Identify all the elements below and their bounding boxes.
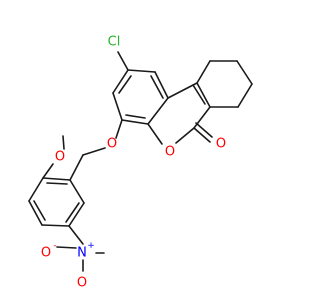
bond	[117, 51, 129, 71]
bond	[46, 182, 68, 185]
bond	[65, 202, 80, 223]
bond	[112, 69, 129, 94]
bond	[237, 83, 253, 108]
bond	[41, 224, 70, 227]
molecule-structure-diagram: Cl O O O O N + O - O	[28, 35, 253, 291]
ring-oxygen-atom: O	[165, 145, 175, 160]
atom-label-o-methoxy: O	[55, 150, 65, 165]
bond	[121, 119, 149, 125]
atom-labels: Cl O O O O N + O - O	[41, 35, 226, 291]
bond	[82, 147, 106, 156]
atom-label-n-nitro: N	[77, 246, 87, 261]
bond	[147, 97, 169, 125]
atom-label-o-ring: O	[165, 145, 175, 160]
nitro-oxygen-atom-a: O -	[41, 241, 57, 261]
bond	[167, 82, 198, 99]
bond	[33, 200, 46, 221]
bond	[154, 71, 169, 99]
bond	[195, 122, 213, 138]
atom-label-o-nitro-b: O	[77, 276, 87, 291]
bond	[42, 163, 54, 179]
bond	[56, 246, 77, 249]
bond	[42, 177, 71, 181]
chlorine-atom: Cl	[108, 35, 121, 50]
bonds	[28, 51, 253, 272]
charge-plus: +	[87, 241, 95, 251]
bond	[125, 114, 146, 119]
bond	[68, 202, 85, 227]
carbonyl-oxygen-atom: O	[216, 137, 226, 152]
ether-oxygen-atom: O	[107, 137, 117, 152]
bond	[28, 177, 44, 202]
nitro-oxygen-atom-b: O	[77, 276, 87, 291]
methoxy-oxygen-atom: O	[55, 150, 65, 165]
bond	[196, 82, 211, 108]
bond	[193, 127, 211, 143]
atom-label-o-carbonyl: O	[216, 137, 226, 152]
bond	[147, 123, 163, 145]
bond	[69, 154, 84, 181]
bond	[112, 92, 123, 121]
bond	[127, 69, 156, 73]
bond	[68, 225, 84, 245]
bond	[62, 135, 65, 150]
bond	[236, 60, 253, 85]
atom-label-cl: Cl	[108, 35, 121, 50]
bond	[28, 200, 43, 226]
bond	[118, 75, 132, 94]
atom-label-o-nitro-a: O	[41, 246, 51, 261]
bond	[193, 106, 211, 129]
nitro-nitrogen-atom: N +	[77, 241, 95, 261]
bond	[192, 84, 206, 105]
bond	[115, 119, 123, 139]
bond	[196, 60, 211, 84]
bond	[150, 75, 164, 99]
atom-label-o-ether: O	[107, 137, 117, 152]
bond	[175, 127, 195, 144]
bond	[69, 179, 85, 204]
charge-minus: -	[53, 241, 56, 251]
